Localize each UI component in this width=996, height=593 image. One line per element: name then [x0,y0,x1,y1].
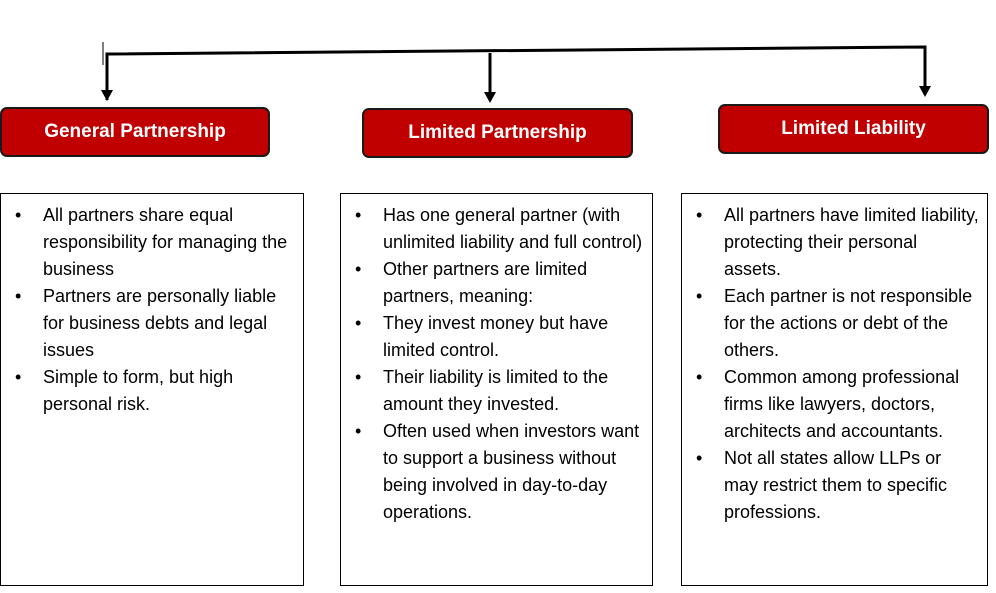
list-item: Has one general partner (with unlimited … [341,202,644,256]
list-item: Simple to form, but high personal risk. [1,364,295,418]
limited-liability-details: All partners have limited liability, pro… [681,193,988,586]
list-item: All partners share equal responsibility … [1,202,295,283]
list-item: Partners are personally liable for busin… [1,283,295,364]
list-item: They invest money but have limited contr… [341,310,644,364]
list-item: Other partners are limited partners, mea… [341,256,644,310]
limited-partnership-details: Has one general partner (with unlimited … [340,193,653,586]
header-limited-partnership: Limited Partnership [362,108,633,158]
header-label: Limited Liability [781,118,926,139]
general-partnership-details: All partners share equal responsibility … [0,193,304,586]
arrow-icon [101,90,113,101]
list-item: Their liability is limited to the amount… [341,364,644,418]
list-item: Each partner is not responsible for the … [682,283,979,364]
list-item: All partners have limited liability, pro… [682,202,979,283]
list-item: Common among professional firms like law… [682,364,979,445]
header-label: General Partnership [44,121,226,142]
list-item: Not all states allow LLPs or may restric… [682,445,979,526]
header-general-partnership: General Partnership [0,107,270,157]
arrow-icon [484,92,496,103]
arrow-icon [919,86,931,97]
list-item: Often used when investors want to suppor… [341,418,644,526]
header-limited-liability: Limited Liability [718,104,989,154]
header-label: Limited Partnership [408,122,587,143]
